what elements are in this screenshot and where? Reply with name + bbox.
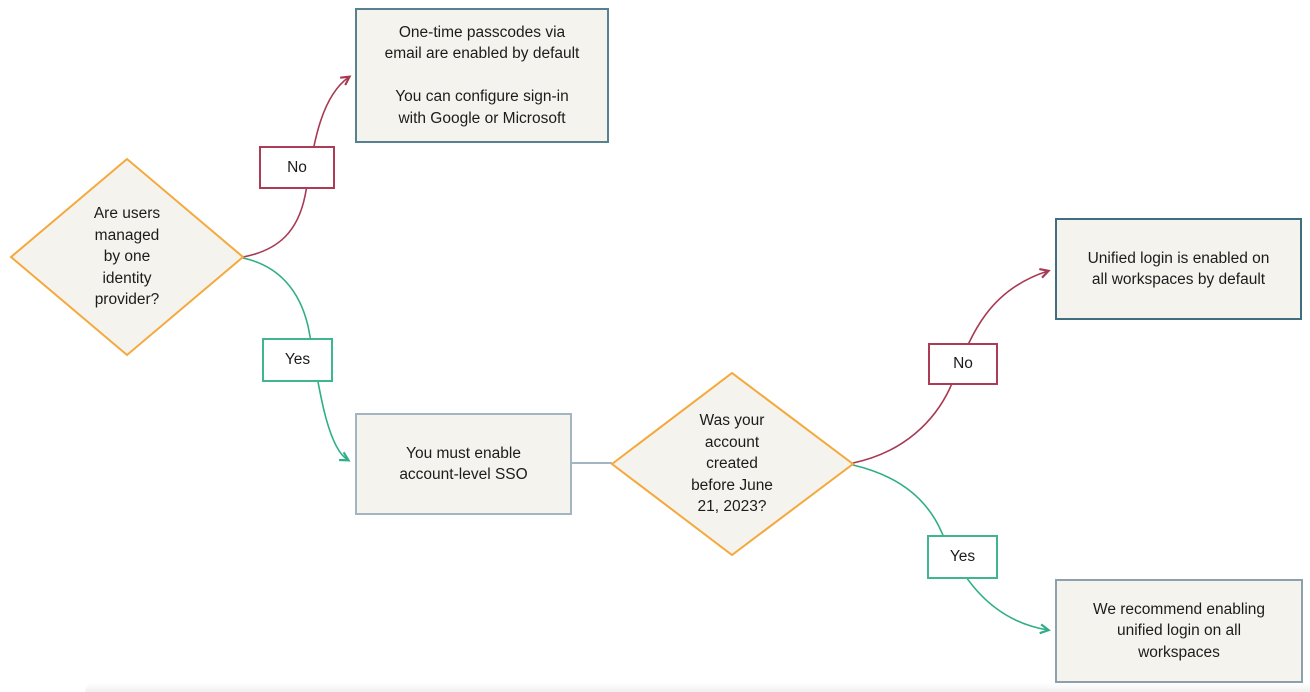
outcome-recommend-unified-text: We recommend enabling unified login on a… xyxy=(1092,600,1266,661)
edge-no-2-arrow xyxy=(852,267,1051,464)
edge-no-1-arrow xyxy=(242,75,352,258)
edge-label-yes-2-text: Yes xyxy=(949,548,976,565)
decision-identity-provider-label: Are users managed by one identity provid… xyxy=(93,205,161,308)
edge-label-yes-1-text: Yes xyxy=(284,351,311,368)
outcome-otp-text: One-time passcodes via email are enabled… xyxy=(384,23,580,127)
outcome-otp-box: One-time passcodes via email are enabled… xyxy=(355,8,609,143)
outcome-unified-login-box: Unified login is enabled on all workspac… xyxy=(1055,218,1302,320)
edge-label-no-2: No xyxy=(928,343,998,385)
decision-account-created-label: Was your account created before June 21,… xyxy=(691,412,773,515)
bottom-page-shadow xyxy=(85,683,1310,692)
edge-label-yes-2: Yes xyxy=(927,535,998,579)
outcome-recommend-unified-box: We recommend enabling unified login on a… xyxy=(1055,579,1303,683)
outcome-sso-text: You must enable account-level SSO xyxy=(399,444,528,484)
edge-label-no-1-text: No xyxy=(287,158,307,176)
decision-account-created-diamond xyxy=(610,371,855,557)
decision-identity-provider-diamond xyxy=(9,157,245,357)
edge-label-no-2-text: No xyxy=(953,355,973,372)
edge-label-no-1: No xyxy=(259,146,335,189)
outcome-unified-login-text: Unified login is enabled on all workspac… xyxy=(1087,249,1270,289)
edge-yes-1-arrow xyxy=(242,257,351,462)
edge-label-yes-1: Yes xyxy=(262,338,333,382)
edge-yes-2-arrow xyxy=(852,464,1051,635)
outcome-sso-box: You must enable account-level SSO xyxy=(355,413,572,515)
